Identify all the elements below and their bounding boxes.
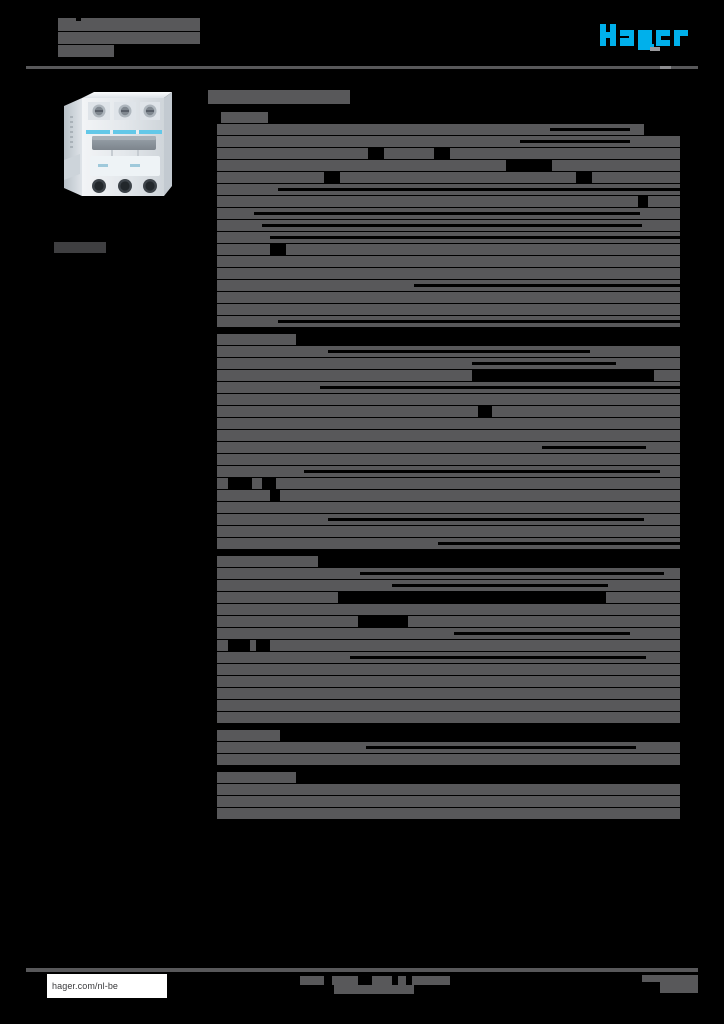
footer-page-number [642, 975, 698, 993]
heading-gap [230, 86, 236, 90]
table-row [208, 196, 680, 207]
page-title-line-3 [58, 45, 114, 57]
table-row [208, 502, 680, 513]
table-row [208, 700, 680, 711]
page-header [0, 0, 724, 72]
table-row [208, 628, 680, 639]
product-caption [54, 242, 106, 253]
table-row [208, 112, 680, 123]
table-row [208, 232, 680, 243]
table-row [208, 292, 680, 303]
table-row [208, 514, 680, 525]
table-row [208, 730, 680, 741]
heading-gap-2 [274, 86, 292, 90]
table-row [208, 754, 680, 765]
table-row [208, 382, 680, 393]
table-row [208, 220, 680, 231]
footer-note-gap-2 [358, 976, 372, 985]
product-image [54, 88, 184, 210]
page-title-line-1 [58, 17, 200, 31]
table-row [208, 490, 680, 501]
page-footer: hager.com/nl-be [0, 968, 724, 1024]
table-row [208, 442, 680, 453]
footer-note-gap-3 [392, 976, 398, 985]
table-row [208, 184, 680, 195]
page-title [58, 17, 208, 58]
table-row [208, 568, 680, 579]
table-row [208, 604, 680, 615]
table-row [208, 256, 680, 267]
table-row [208, 466, 680, 477]
table-row [208, 244, 680, 255]
table-row [208, 454, 680, 465]
hager-logo [600, 22, 696, 52]
footer-note-gap-4 [406, 976, 412, 985]
footer-center-note [300, 976, 450, 996]
table-row [208, 358, 680, 369]
table-row [208, 556, 680, 567]
table-row [208, 676, 680, 687]
table-row [208, 418, 680, 429]
table-row [208, 772, 680, 783]
footer-note-gap-1 [324, 976, 332, 985]
table-row [208, 316, 680, 327]
footer-url-text: hager.com/nl-be [52, 981, 119, 991]
table-row [208, 124, 680, 135]
table-row [208, 592, 680, 603]
table-row [208, 136, 680, 147]
section-heading [208, 86, 680, 104]
table-row [208, 808, 680, 819]
table-row [208, 478, 680, 489]
table-row [208, 688, 680, 699]
table-row [208, 430, 680, 441]
table-row [208, 580, 680, 591]
footer-page-number-line2 [660, 982, 698, 993]
table-row [208, 538, 680, 549]
table-row [208, 304, 680, 315]
table-row [208, 148, 680, 159]
spec-group [208, 772, 680, 819]
table-row [208, 370, 680, 381]
table-row [208, 784, 680, 795]
header-divider-highlight [660, 66, 671, 69]
table-row [208, 346, 680, 357]
table-row [208, 652, 680, 663]
spec-group [208, 556, 680, 723]
table-row [208, 334, 680, 345]
table-row [208, 664, 680, 675]
header-divider [26, 66, 698, 69]
table-row [208, 640, 680, 651]
table-row [208, 406, 680, 417]
footer-divider [26, 968, 698, 972]
spec-group [208, 334, 680, 549]
product-column [26, 88, 194, 253]
specifications-table [208, 86, 680, 826]
footer-url[interactable]: hager.com/nl-be [47, 974, 167, 998]
table-row [208, 394, 680, 405]
table-row [208, 616, 680, 627]
spec-group [208, 730, 680, 765]
table-row [208, 208, 680, 219]
table-row [208, 280, 680, 291]
table-row [208, 268, 680, 279]
table-row [208, 526, 680, 537]
page-title-line-2 [58, 32, 200, 44]
footer-center-note-line2 [334, 985, 414, 994]
table-row [208, 742, 680, 753]
spec-group [208, 112, 680, 327]
table-row [208, 172, 680, 183]
table-row [208, 796, 680, 807]
table-row [208, 160, 680, 171]
table-row [208, 712, 680, 723]
